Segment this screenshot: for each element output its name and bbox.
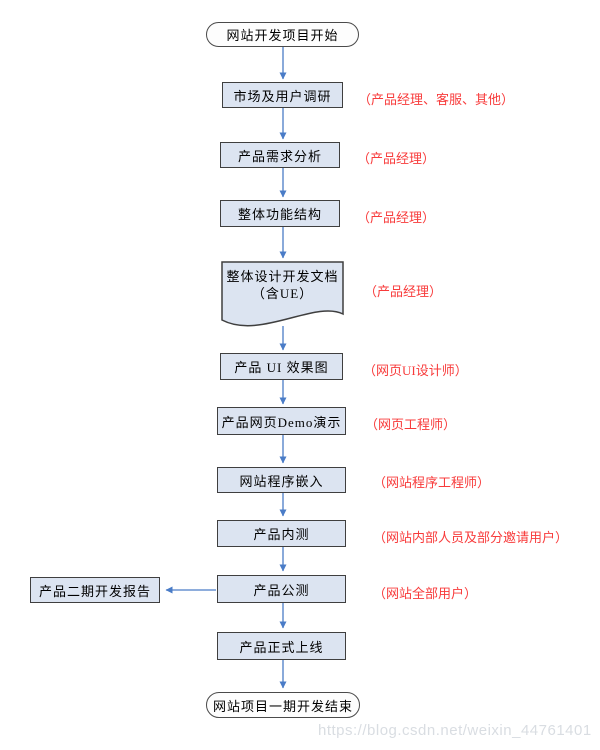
step-requirement-analysis: 产品需求分析 xyxy=(220,142,340,168)
annotation-alpha-test: （网站内部人员及部分邀请用户） xyxy=(373,530,569,545)
step-design-document: 整体设计开发文档 （含UE） xyxy=(222,268,343,302)
step-market-research: 市场及用户调研 xyxy=(222,82,343,108)
design-document-line1: 整体设计开发文档 xyxy=(226,269,339,284)
annotation-ui-mockup: （网页UI设计师） xyxy=(363,363,468,378)
document-shape xyxy=(221,261,344,327)
step-program-embed: 网站程序嵌入 xyxy=(217,467,346,493)
annotation-beta-test: （网站全部用户） xyxy=(373,586,478,601)
step-demo: 产品网页Demo演示 xyxy=(217,407,346,435)
annotation-requirement-analysis: （产品经理） xyxy=(357,151,436,166)
side-box-phase2-report: 产品二期开发报告 xyxy=(30,577,160,603)
step-alpha-test: 产品内测 xyxy=(217,520,346,547)
step-beta-test: 产品公测 xyxy=(217,575,346,603)
design-document-line2: （含UE） xyxy=(251,286,314,301)
step-function-structure: 整体功能结构 xyxy=(220,200,340,227)
annotation-demo: （网页工程师） xyxy=(365,417,457,432)
step-ui-mockup: 产品 UI 效果图 xyxy=(220,353,343,380)
annotation-design-document: （产品经理） xyxy=(364,284,443,299)
csdn-watermark: https://blog.csdn.net/weixin_44761401 xyxy=(318,722,592,739)
start-node: 网站开发项目开始 xyxy=(206,22,359,47)
annotation-function-structure: （产品经理） xyxy=(357,210,436,225)
annotation-program-embed: （网站程序工程师） xyxy=(373,475,491,490)
end-node: 网站项目一期开发结束 xyxy=(206,692,360,718)
step-official-launch: 产品正式上线 xyxy=(217,632,346,660)
annotation-market-research: （产品经理、客服、其他） xyxy=(358,92,515,107)
